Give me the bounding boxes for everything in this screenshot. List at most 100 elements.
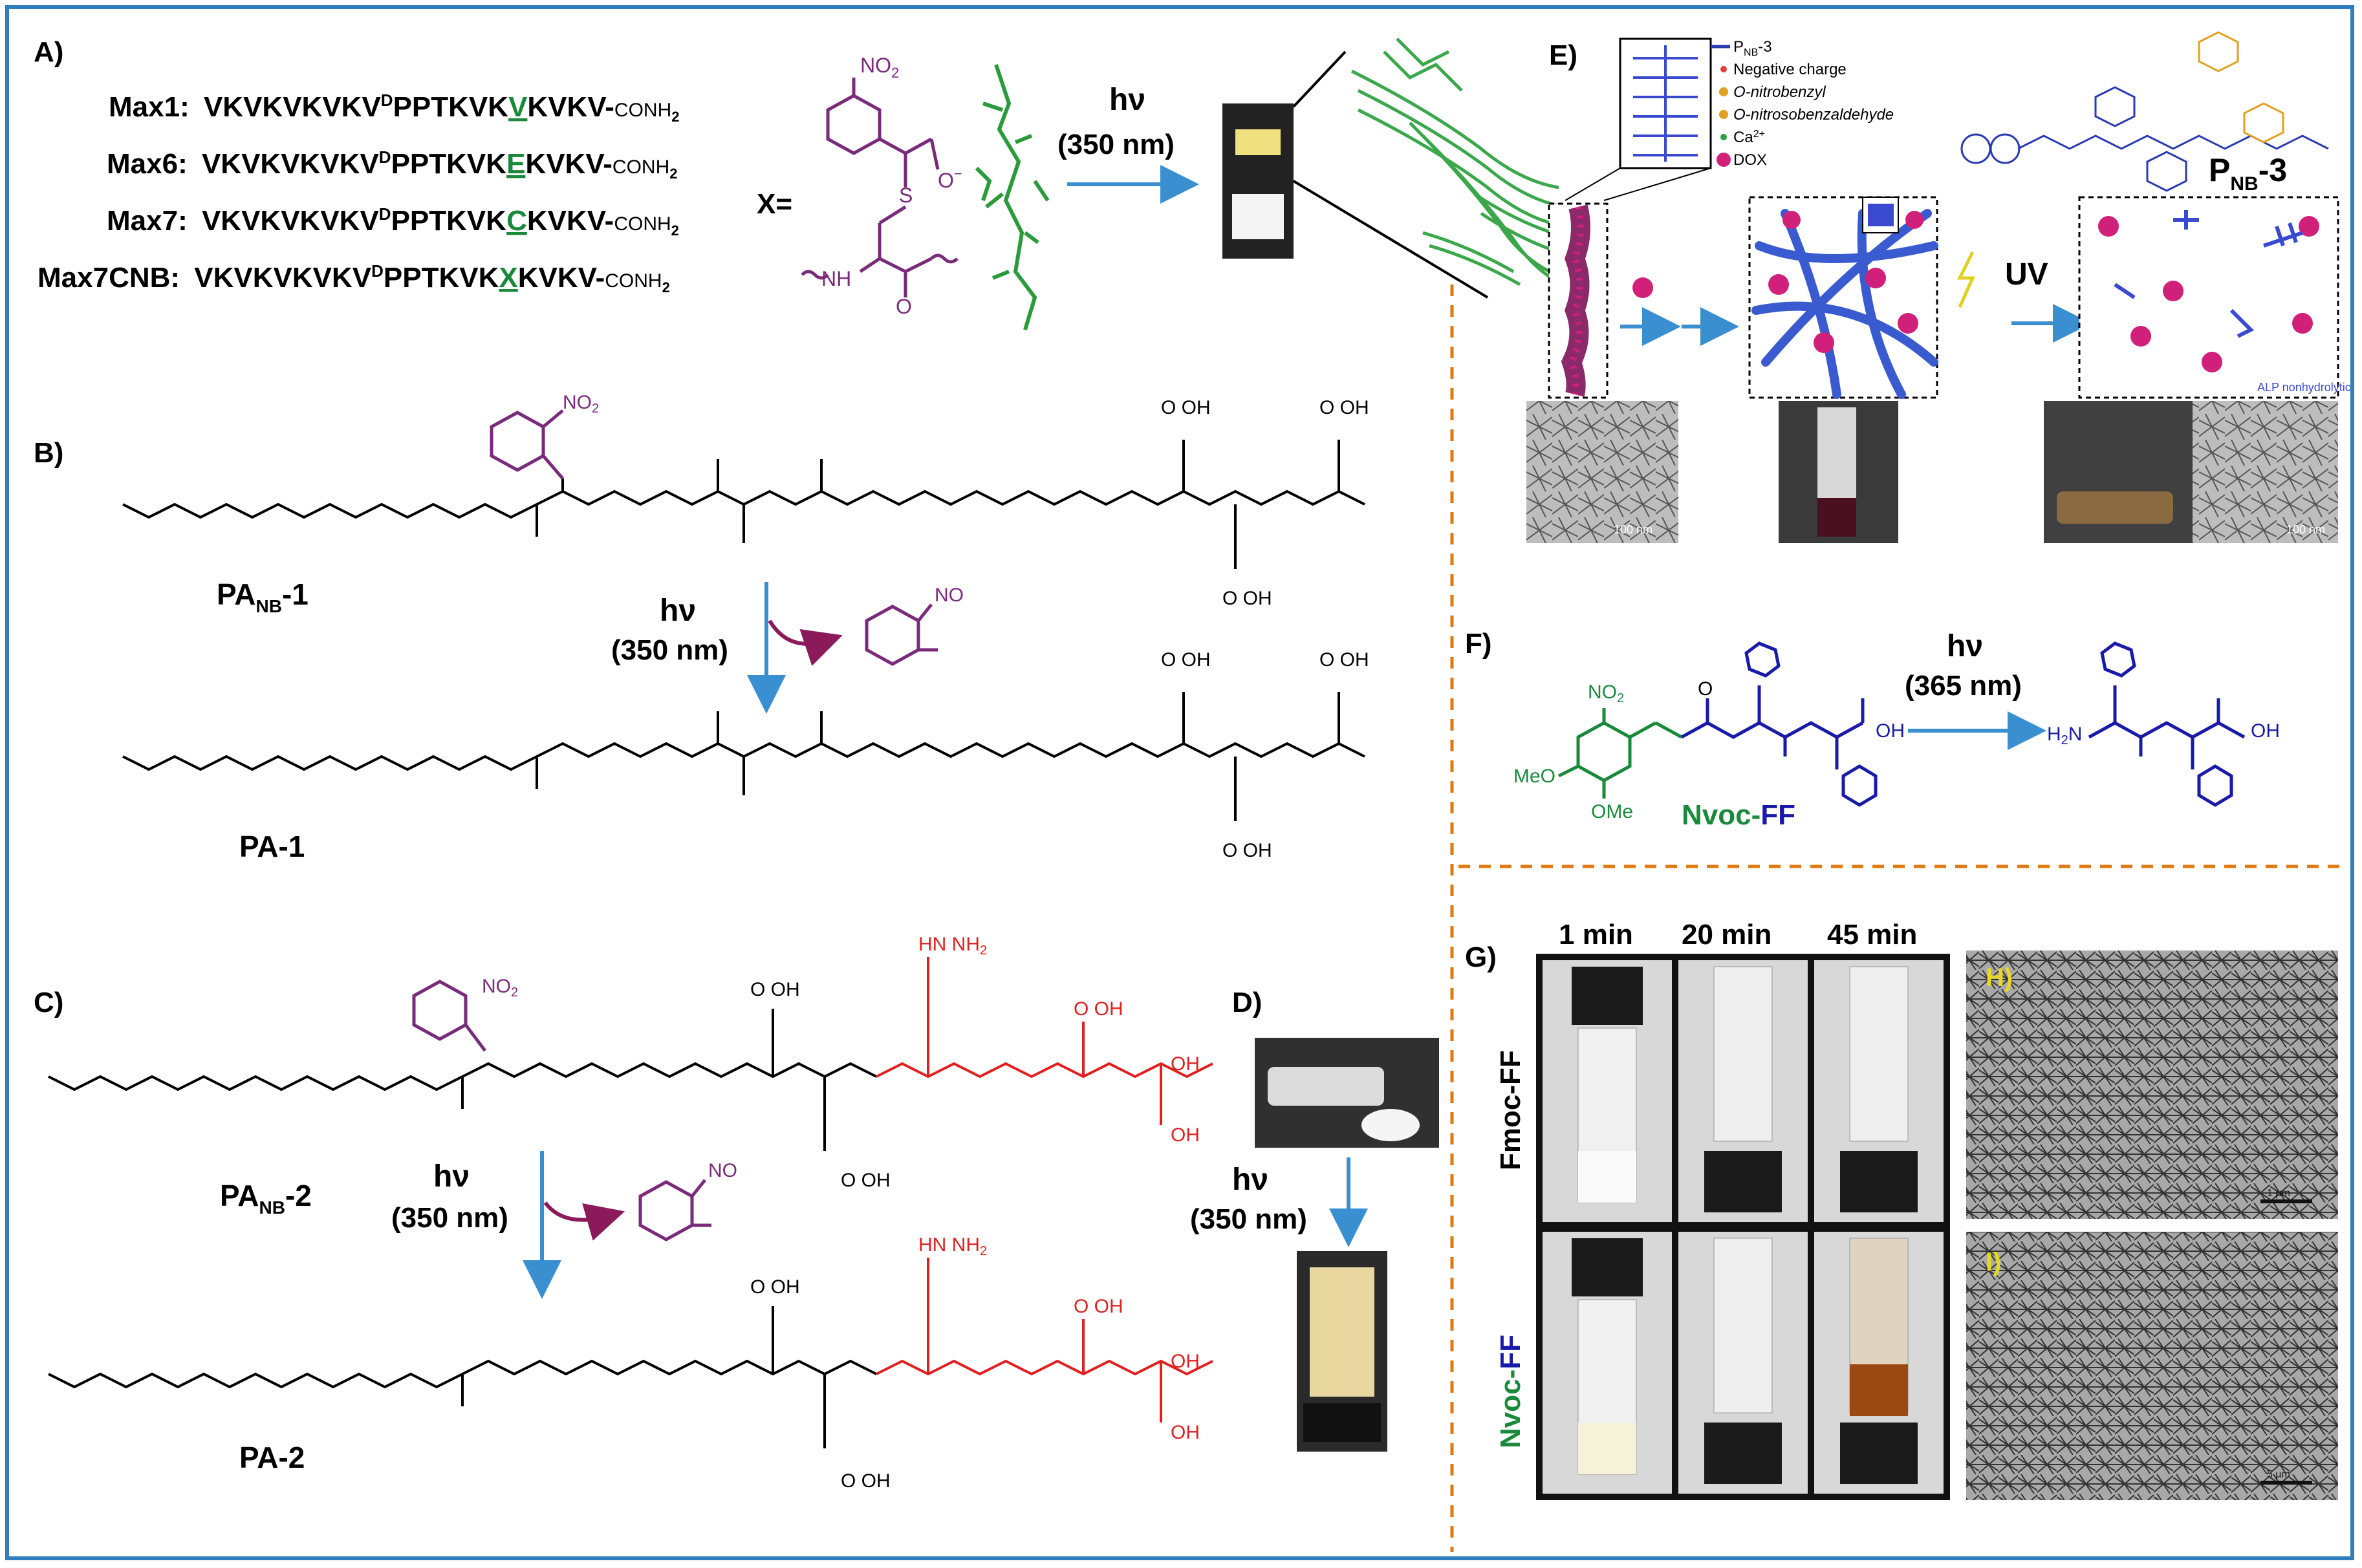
e-scale-2: 100 nm (2286, 523, 2325, 536)
svg-text:HN NH2: HN NH2 (918, 1234, 987, 1258)
pa-nb-2-chain (48, 1009, 877, 1151)
panel-f-label: F) (1465, 628, 1492, 660)
pa-2-chain (48, 1306, 877, 1448)
g-time-1: 1 min (1559, 919, 1633, 950)
c-hv: hν (433, 1159, 470, 1194)
peptide-max7: Max7: VKVKVKVKVDPPTKVKCKVKV-CONH2 (107, 204, 679, 239)
svg-text:Negative charge: Negative charge (1733, 61, 1847, 78)
pa-1-chain (122, 692, 1365, 821)
nvoc-ff-label: Nvoc-FF (1682, 799, 1795, 831)
f-nm: (365 nm) (1905, 670, 2022, 702)
svg-text:PNB-3: PNB-3 (1733, 38, 1772, 58)
fibril-network (1350, 38, 1579, 293)
peptide-sequences: Max1: VKVKVKVKVDPPTKVKVKVKV-CONH2 Max6: … (38, 91, 680, 295)
nvoc-group (1557, 708, 1683, 799)
a-hv: hν (1109, 83, 1145, 117)
pa-2-label: PA-2 (239, 1441, 305, 1474)
pa-1-oh-labels: O OH O OH O OH (1161, 649, 1369, 861)
svg-text:O OH: O OH (1222, 840, 1272, 861)
cnb-structure (801, 78, 959, 297)
pa-2-red-segment (876, 1258, 1213, 1423)
svg-text:O OH: O OH (841, 1470, 891, 1492)
pa-nb-2-label: PANB-2 (220, 1179, 312, 1218)
svg-text:OH: OH (1171, 1124, 1200, 1146)
f-oh: OH (1876, 720, 1905, 742)
e-tem-image-1 (1526, 401, 1678, 543)
g-time-3: 45 min (1827, 919, 1917, 950)
g-row-2-label: Nvoc-FF (1495, 1335, 1526, 1448)
c-byproduct-arrow (543, 1201, 625, 1241)
pa-nb-1-label: PANB-1 (217, 577, 309, 616)
cnb-ominus: O− (938, 166, 962, 192)
pa-nb-2-nb-group (412, 980, 486, 1052)
g-row-1-label: Fmoc-FF (1495, 1050, 1526, 1170)
panel-b-label: B) (34, 437, 63, 469)
svg-text:O-nitrobenzyl: O-nitrobenzyl (1733, 83, 1826, 101)
panel-c-label: C) (34, 987, 63, 1018)
c-labels: O OH O OH HN NH2 O OH OH OH (750, 934, 1200, 1191)
svg-text:DOX: DOX (1733, 151, 1767, 169)
d-nm: (350 nm) (1190, 1203, 1307, 1235)
b-no: NO (935, 585, 964, 606)
panel-g-label: G) (1465, 941, 1497, 973)
svg-text:O OH: O OH (1319, 649, 1369, 671)
peptide-max7cnb: Max7CNB: VKVKVKVKVDPPTKVKXKVKV-CONH2 (38, 261, 670, 295)
uv-bolt-icon (1956, 251, 1975, 308)
b-bottom-cooh: O OH (1222, 588, 1272, 609)
g-time-labels: 1 min 20 min 45 min (1559, 919, 1917, 950)
h-scale: 1 µm (2267, 1188, 2290, 1199)
pa-nb-2-red-segment (876, 957, 1213, 1125)
b-top-cooh1: O OH (1161, 397, 1211, 418)
e-legend: PNB-3 Negative charge O-nitrobenzyl O-ni… (1711, 38, 1894, 169)
f-hv: hν (1947, 629, 1983, 663)
i-tem-image (1966, 1232, 2338, 1500)
peptide-model (975, 64, 1050, 330)
svg-text:O OH: O OH (1161, 649, 1211, 671)
svg-text:OH: OH (1171, 1351, 1200, 1372)
svg-text:OH: OH (1171, 1053, 1200, 1075)
peptide-max1: Max1: VKVKVKVKVDPPTKVKVKVKV-CONH2 (109, 91, 680, 125)
svg-text:Ca2+: Ca2+ (1733, 129, 1765, 146)
panel-d-label: D) (1232, 987, 1262, 1018)
svg-text:O-nitrosobenzaldehyde: O-nitrosobenzaldehyde (1733, 106, 1894, 124)
figure-frame (5, 5, 2354, 1560)
b-hv: hν (660, 594, 696, 628)
a-nm: (350 nm) (1057, 129, 1175, 160)
b-top-cooh2: O OH (1319, 397, 1369, 418)
e-tem-image-2 (2193, 401, 2338, 543)
b-byproduct-arrow (768, 619, 843, 666)
panel-h-label: H) (1986, 963, 2013, 992)
panel-e-label: E) (1549, 39, 1577, 71)
peptide-max6: Max6: VKVKVKVKVDPPTKVKEKVKV-CONH2 (107, 147, 678, 182)
panel-a-label: A) (34, 36, 63, 68)
c-no2: NO2 (482, 976, 518, 1000)
x-equals: X= (757, 188, 792, 220)
i-scale: 5 µm (2267, 1469, 2290, 1480)
e-alp-label: ALP nonhydrolytic (2257, 381, 2351, 394)
f-product-oh: OH (2251, 720, 2280, 742)
b-nitroso-product (865, 603, 938, 666)
d-hv: hν (1232, 1163, 1268, 1197)
e-uv: UV (2005, 257, 2048, 292)
cnb-o: O (896, 295, 912, 318)
c-nm: (350 nm) (391, 1202, 508, 1234)
svg-text:O OH: O OH (841, 1170, 891, 1191)
pa-nb-1-chain (122, 440, 1365, 569)
f-meo: MeO (1513, 766, 1555, 787)
c-nitroso-product (638, 1179, 711, 1241)
f-h2n: H2N (2047, 724, 2082, 747)
g-time-2: 20 min (1682, 919, 1772, 950)
svg-text:O OH: O OH (1074, 1296, 1123, 1317)
pa-nb-1-nb-group (490, 409, 564, 480)
svg-text:O OH: O OH (750, 1276, 800, 1298)
h-tem-image (1966, 950, 2338, 1219)
c-no: NO (708, 1160, 737, 1181)
svg-text:O OH: O OH (1074, 998, 1123, 1020)
b-no2: NO2 (563, 392, 599, 416)
cnb-nh: NH (821, 267, 851, 290)
panel-i-label: I) (1986, 1248, 2001, 1276)
pa-1-label: PA-1 (239, 830, 305, 863)
nvoc-ff-reactant (1680, 641, 1878, 807)
cnb-sulfur: S (899, 184, 913, 207)
